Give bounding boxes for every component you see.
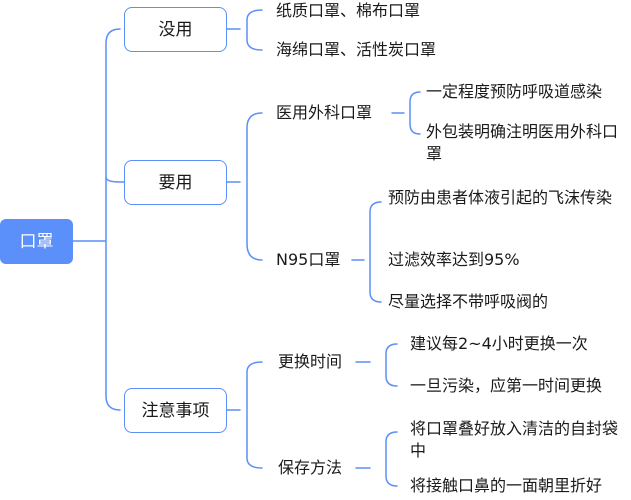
leaf-prevent-droplet-infection[interactable]: 预防由患者体液引起的飞沫传染 [388, 188, 613, 207]
link-root-branches [72, 28, 125, 411]
leaf-fold-face-side-inward[interactable]: 将接触口鼻的一面朝里折好 [410, 476, 603, 495]
node-n95-mask[interactable]: N95口罩 [276, 250, 341, 269]
leaf-package-labeled-surgical[interactable]: 外包装明确注明医用外科口罩 [426, 122, 619, 163]
node-storage-method[interactable]: 保存方法 [278, 458, 343, 477]
link-surgical-mask [391, 91, 421, 135]
leaf-prevent-respiratory-infection[interactable]: 一定程度预防呼吸道感染 [426, 82, 603, 101]
link-n95-mask [351, 201, 382, 303]
branch-useless[interactable]: 没用 [124, 7, 227, 52]
leaf-filter-efficiency[interactable]: 过滤效率达到95% [388, 250, 520, 269]
leaf-paper-cotton-mask[interactable]: 纸质口罩、棉布口罩 [276, 1, 421, 20]
link-branch-needed [226, 112, 263, 261]
link-branch-useless [226, 9, 263, 51]
branch-needed[interactable]: 要用 [124, 160, 227, 205]
link-change-time [355, 343, 398, 387]
branch-notes[interactable]: 注意事项 [124, 388, 227, 433]
node-change-time[interactable]: 更换时间 [278, 352, 343, 371]
leaf-sponge-carbon-mask[interactable]: 海绵口罩、活性炭口罩 [276, 40, 437, 59]
root-node[interactable]: 口罩 [0, 219, 73, 264]
link-storage [355, 431, 398, 487]
node-surgical-mask[interactable]: 医用外科口罩 [276, 103, 373, 122]
link-branch-notes [226, 361, 263, 469]
leaf-fold-into-sealed-bag[interactable]: 将口罩叠好放入清洁的自封袋中 [410, 419, 619, 460]
leaf-change-every-2-4-hours[interactable]: 建议每2~4小时更换一次 [410, 334, 588, 353]
leaf-no-exhalation-valve[interactable]: 尽量选择不带呼吸阀的 [388, 292, 549, 311]
leaf-change-when-contaminated[interactable]: 一旦污染，应第一时间更换 [410, 376, 603, 395]
